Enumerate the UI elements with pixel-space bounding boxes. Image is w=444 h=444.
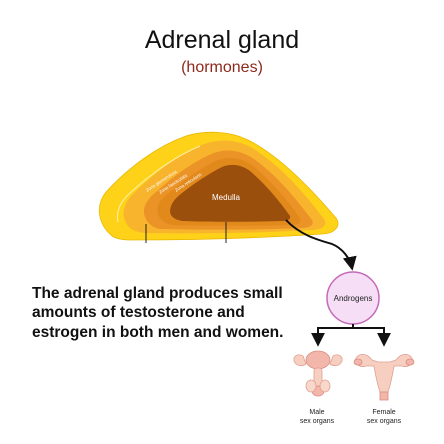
page-subtitle: (hormones) [181, 59, 263, 76]
page-title: Adrenal gland [144, 26, 300, 54]
female-organs-icon [353, 354, 415, 401]
female-label-line2: sex organs [367, 418, 402, 425]
arrow-to-male [311, 324, 354, 347]
gland-capsule-rim [117, 145, 201, 223]
adrenal-gland: Zona glomerulosa Zona fasciculata Zona r… [98, 131, 339, 243]
androgens-node: Androgens [326, 271, 380, 325]
medulla-label: Medulla [212, 193, 241, 202]
arrow-to-female [353, 327, 391, 347]
androgens-label: Androgens [334, 294, 373, 303]
male-organs-icon [293, 350, 343, 397]
gland-medulla [170, 164, 291, 222]
arrow-gland-to-androgens [285, 219, 357, 271]
male-label-line1: Male [309, 409, 324, 416]
male-label-line2: sex organs [300, 418, 335, 425]
female-label-line1: Female [372, 409, 395, 416]
description-text: The adrenal gland produces small amounts… [32, 285, 284, 341]
